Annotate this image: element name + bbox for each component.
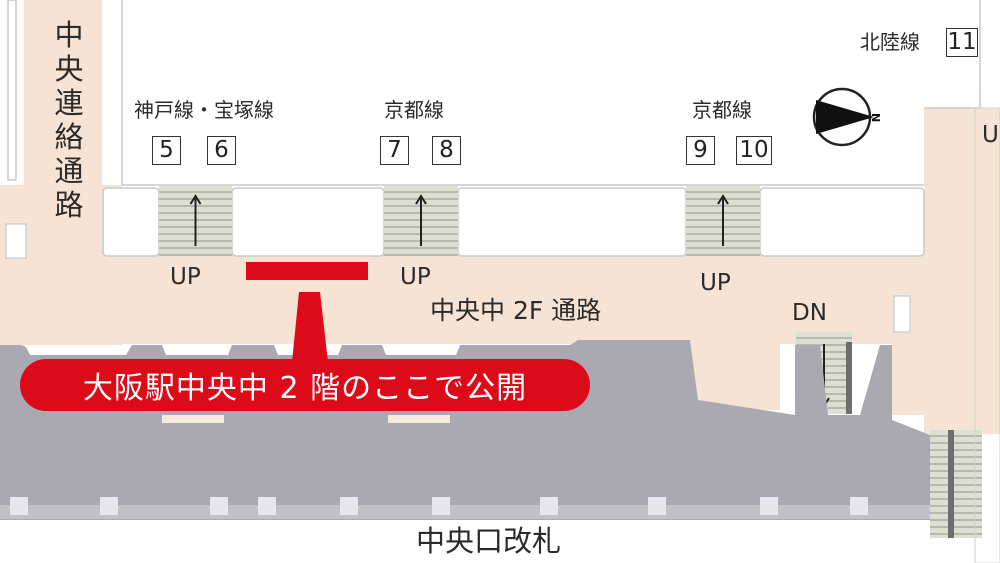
- gate-marker: [210, 497, 228, 515]
- track-number: 8: [432, 136, 461, 165]
- gate-markers: [10, 497, 868, 515]
- stair: [159, 186, 232, 256]
- gate-pads: [162, 415, 450, 423]
- gate-marker: [100, 497, 118, 515]
- gate-marker: [258, 497, 276, 515]
- concourse-area: [0, 0, 1000, 434]
- passage-label: 中央中 2F 通路: [430, 296, 602, 325]
- left-passage-label: 中央連絡通路: [54, 18, 84, 222]
- track-number: 7: [380, 136, 409, 165]
- track-number: 10: [736, 136, 772, 165]
- north-arrow-icon: N: [812, 87, 882, 147]
- callout-pointer: [292, 292, 328, 362]
- track-number: 5: [152, 136, 181, 165]
- track-number: 11: [946, 28, 978, 57]
- stair-label: UP: [700, 270, 731, 296]
- pillars: [5, 223, 911, 333]
- track-number: 6: [207, 136, 236, 165]
- stair-label: UP: [400, 264, 431, 290]
- gate-marker: [10, 497, 28, 515]
- stair-label: U: [982, 122, 999, 148]
- compass-letter: N: [869, 113, 882, 122]
- platform-line-label: 京都線: [384, 98, 444, 122]
- location-marker: [246, 262, 368, 280]
- gate-line: [0, 505, 930, 519]
- platform-line-label: 神戸線・宝塚線: [134, 98, 274, 122]
- gate-label: 中央口改札: [416, 524, 562, 558]
- stair-label: UP: [170, 264, 201, 290]
- stair: [686, 186, 760, 256]
- gate-marker: [432, 497, 450, 515]
- platform-slabs: [102, 187, 925, 257]
- gate-marker: [850, 497, 868, 515]
- stair: [384, 186, 458, 256]
- callout-banner: 大阪駅中央中 2 階のここで公開: [20, 359, 590, 411]
- platform-line-label: 京都線: [692, 98, 752, 122]
- platform-line-label: 北陸線: [860, 30, 920, 54]
- stair-label: DN: [792, 300, 827, 326]
- gate-marker: [340, 497, 358, 515]
- track-number: 9: [686, 136, 715, 165]
- gate-marker: [760, 497, 778, 515]
- gate-marker: [648, 497, 666, 515]
- gate-marker: [540, 497, 558, 515]
- edge-stair: [930, 107, 1000, 563]
